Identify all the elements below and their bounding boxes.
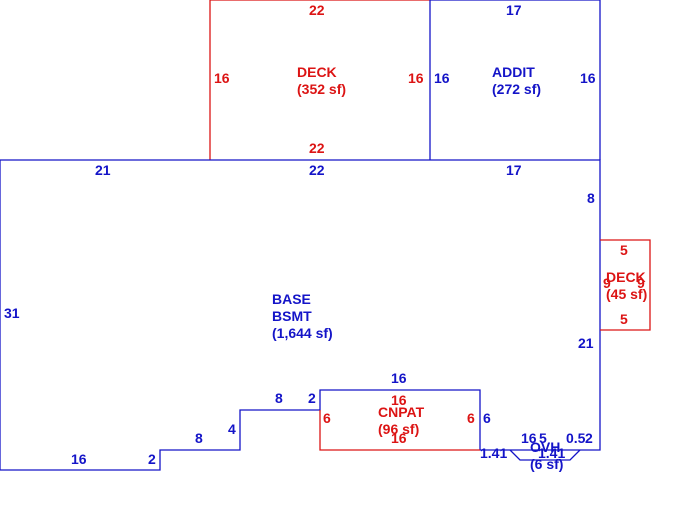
addit-dim-bottom: 17: [506, 162, 522, 178]
base-area[interactable]: 21 22 8 21 31 16 2 8 4 8 2 16 6 BASE BSM…: [0, 159, 601, 471]
base-dim-left: 31: [4, 305, 20, 321]
addit-label: ADDIT: [492, 64, 535, 80]
ovh-area[interactable]: 1.41 1.41 16 5 0.5 2 OVH (6 sf): [480, 430, 593, 472]
deck-right-area[interactable]: 5 5 9 9 DECK (45 sf): [600, 239, 651, 331]
deck-top-area[interactable]: 22 22 16 16 DECK (352 sf): [209, 0, 430, 160]
addit-dim-right: 16: [580, 70, 596, 86]
base-label-line1: BASE: [272, 291, 311, 307]
base-dim-right-lower: 21: [578, 335, 594, 351]
deck-right-dim-top: 5: [620, 242, 628, 258]
deck-right-dim-left: 9: [603, 275, 611, 291]
ovh-dim-2: 2: [585, 430, 593, 446]
addit-area-label: (272 sf): [492, 81, 541, 97]
cnpat-dim-bottom: 16: [391, 430, 407, 446]
base-dim-cnpat-outer-right: 6: [483, 410, 491, 426]
deck-top-area-label: (352 sf): [297, 81, 346, 97]
ovh-dim-16: 16: [521, 430, 537, 446]
ovh-outline: [509, 449, 581, 461]
cnpat-dim-left: 6: [323, 410, 331, 426]
base-dim-step-2b: 2: [308, 390, 316, 406]
deck-top-dim-right: 16: [408, 70, 424, 86]
deck-top-dim-top: 22: [309, 2, 325, 18]
addit-outline: [429, 0, 601, 160]
deck-right-dim-bottom: 5: [620, 311, 628, 327]
addit-area[interactable]: 17 17 16 16 ADDIT (272 sf): [429, 0, 601, 178]
base-area-label: (1,644 sf): [272, 325, 333, 341]
addit-dim-left: 16: [434, 70, 450, 86]
base-dim-top-left: 21: [95, 162, 111, 178]
deck-top-outline: [209, 0, 430, 160]
ovh-label: OVH: [530, 439, 560, 455]
deck-right-dim-right: 9: [637, 275, 645, 291]
base-dim-step-8b: 8: [275, 390, 283, 406]
addit-dim-top: 17: [506, 2, 522, 18]
base-dim-bottom-left: 16: [71, 451, 87, 467]
deck-top-dim-left: 16: [214, 70, 230, 86]
cnpat-label: CNPAT: [378, 404, 425, 420]
cnpat-area-label: (96 sf): [378, 421, 419, 437]
base-label-line2: BSMT: [272, 308, 312, 324]
deck-right-label: DECK: [606, 269, 646, 285]
deck-top-label: DECK: [297, 64, 337, 80]
deck-right-area-label: (45 sf): [606, 286, 647, 302]
ovh-dim-5: 5: [539, 430, 547, 446]
base-dim-step-4: 4: [228, 421, 236, 437]
cnpat-outline: [319, 410, 480, 451]
base-dim-step-2a: 2: [148, 451, 156, 467]
ovh-dim-141-bottom: 1.41: [538, 445, 565, 461]
cnpat-dim-right: 6: [467, 410, 475, 426]
base-dim-right-upper: 8: [587, 190, 595, 206]
cnpat-dim-top: 16: [391, 392, 407, 408]
ovh-dim-141-left: 1.41: [480, 445, 507, 461]
ovh-dim-05: 0.5: [566, 430, 586, 446]
deck-top-dim-bottom: 22: [309, 140, 325, 156]
base-dim-cnpat-outer-top: 16: [391, 370, 407, 386]
base-outline: [0, 159, 601, 471]
base-dim-top-mid: 22: [309, 162, 325, 178]
cnpat-area[interactable]: 16 16 6 6 CNPAT (96 sf): [319, 392, 480, 451]
deck-right-outline: [600, 239, 651, 331]
base-dim-step-8a: 8: [195, 430, 203, 446]
ovh-area-label: (6 sf): [530, 456, 563, 472]
